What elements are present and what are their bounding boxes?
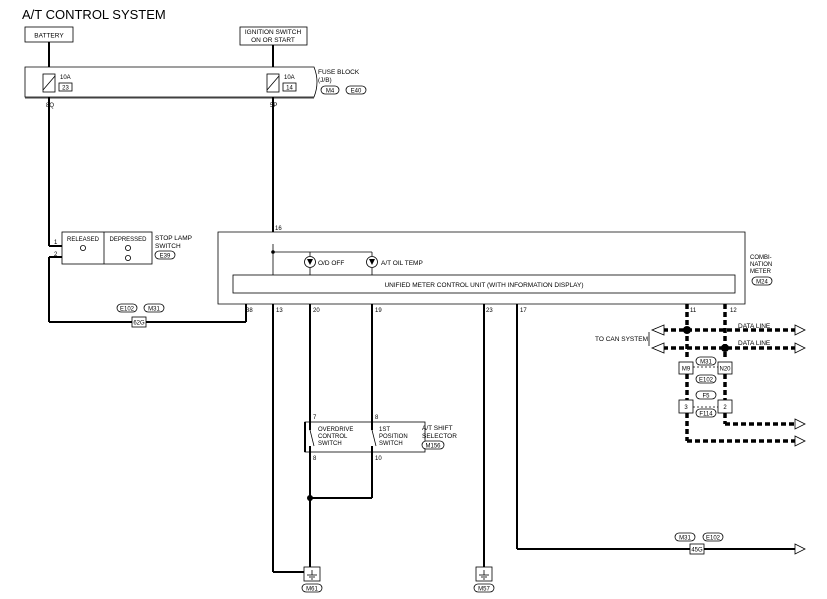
stop-lamp-depressed: DEPRESSED: [109, 237, 147, 243]
meter-pin-19: 19: [375, 308, 382, 314]
arrow-left-icon: [650, 324, 665, 336]
meter-label-1: COMBI-: [750, 255, 772, 261]
fuse1-number: 23: [62, 86, 69, 92]
od-switch-label-3: SWITCH: [318, 441, 342, 447]
ground-m57: M57: [473, 566, 495, 593]
meter-connector: M24: [756, 280, 768, 286]
fuse-block-connector-1: M4: [326, 89, 335, 95]
connector-m31: M31: [148, 307, 160, 313]
arrow-right-icon: [794, 418, 806, 430]
data-line-label-1: DATA LINE: [738, 323, 771, 330]
can-connector-f114: F114: [699, 412, 713, 418]
contact-icon: [125, 254, 132, 261]
stop-lamp-pin-1: 1: [54, 240, 58, 246]
selector-connector: M156: [425, 444, 441, 450]
ground-label-m61: M61: [306, 587, 318, 593]
fuse1-amp: 10A: [60, 75, 71, 81]
arrow-right-icon: [794, 435, 806, 447]
page-title: A/T CONTROL SYSTEM: [22, 7, 166, 22]
can-connector-e102: E102: [699, 378, 714, 384]
selector-pin-8a: 8: [375, 415, 379, 421]
can-connector-f5: F5: [702, 394, 710, 400]
meter-label-3: METER: [750, 269, 772, 275]
meter-pin-13: 13: [276, 308, 283, 314]
connector-pin-45g: 45G: [691, 548, 703, 554]
stop-lamp-released: RELEASED: [67, 237, 100, 243]
meter-label-2: NATION: [750, 262, 772, 268]
selector-pin-8b: 8: [313, 456, 317, 462]
od-switch-label-1: OVERDRIVE: [318, 427, 353, 433]
can-pin-3: 3: [684, 405, 688, 411]
arrow-left-icon: [650, 342, 665, 354]
can-connector-m31: M31: [700, 360, 712, 366]
battery-label: BATTERY: [34, 33, 64, 40]
stop-lamp-switch: RELEASED DEPRESSED 1 2 STOP LAMP SWITCH …: [54, 231, 192, 265]
meter-pin-38: 38: [246, 308, 253, 314]
fuse-block: 10A 23 8Q 10A 14 5P FUSE BLOCK (J/B) M4 …: [24, 66, 367, 109]
meter-pin-17: 17: [520, 308, 527, 314]
harness-connector-62g: E102 M31 62G: [116, 303, 165, 328]
fuse-block-label-1: FUSE BLOCK: [318, 69, 360, 76]
first-switch-label-2: POSITION: [379, 434, 408, 440]
meter-pin-23: 23: [486, 308, 493, 314]
meter-unit-label: UNIFIED METER CONTROL UNIT (WITH INFORMA…: [384, 282, 583, 289]
ignition-label-1: IGNITION SWITCH: [245, 29, 302, 36]
ignition-switch-block: IGNITION SWITCH ON OR START: [239, 26, 308, 67]
shift-selector: 7 8 8 10 OVERDRIVE CONTROL SWITCH 1ST PO…: [304, 415, 457, 462]
arrow-right-icon: [794, 324, 806, 336]
can-pin-right: N20: [719, 367, 731, 373]
selector-label-1: A/T SHIFT: [422, 425, 453, 432]
fuse1-pin: 8Q: [46, 103, 54, 109]
connector-m31-bottom: M31: [679, 536, 691, 542]
arrow-right-icon: [794, 342, 806, 354]
can-lines: TO CAN SYSTEM DATA LINE DATA LINE M31 E1…: [595, 304, 806, 447]
ground-m61: M61: [301, 566, 323, 593]
meter-pin-16: 16: [275, 226, 282, 232]
meter-pin-12: 12: [730, 308, 737, 314]
can-pin-left: M9: [682, 367, 691, 373]
can-pin-2: 2: [723, 405, 727, 411]
to-can-system-label: TO CAN SYSTEM: [595, 336, 648, 343]
selector-label-2: SELECTOR: [422, 433, 457, 440]
stop-lamp-label-1: STOP LAMP: [155, 235, 192, 242]
fuse-block-connector-2: E40: [351, 89, 362, 95]
fuse2-amp: 10A: [284, 75, 295, 81]
stop-lamp-label-2: SWITCH: [155, 243, 181, 250]
ignition-label-2: ON OR START: [251, 37, 295, 44]
selector-pin-7: 7: [313, 415, 317, 421]
fuse-block-label-2: (J/B): [318, 77, 332, 84]
data-line-label-2: DATA LINE: [738, 340, 771, 347]
stop-lamp-pin-2: 2: [54, 252, 58, 258]
combination-meter: 16 O/D OFF A/T OIL TEMP UNIFIED METER CO…: [217, 226, 773, 314]
meter-pin-20: 20: [313, 308, 320, 314]
contact-icon: [125, 244, 132, 251]
selector-pin-10: 10: [375, 456, 382, 462]
connector-pin-62g: 62G: [133, 321, 145, 327]
first-switch-label-1: 1ST: [379, 427, 390, 433]
harness-connector-45g: M31 E102 45G: [674, 532, 724, 555]
meter-pin-11: 11: [690, 308, 697, 314]
stop-lamp-connector: E39: [160, 254, 171, 260]
battery-block: BATTERY: [24, 26, 74, 67]
contact-icon: [80, 244, 87, 251]
connector-e102: E102: [120, 307, 135, 313]
first-switch-label-3: SWITCH: [379, 441, 403, 447]
ground-label-m57: M57: [478, 587, 490, 593]
connector-e102-bottom: E102: [706, 536, 721, 542]
at-oil-temp-label: A/T OIL TEMP: [381, 260, 423, 267]
od-off-label: O/D OFF: [318, 260, 344, 267]
od-switch-label-2: CONTROL: [318, 434, 348, 440]
fuse2-number: 14: [286, 86, 293, 92]
